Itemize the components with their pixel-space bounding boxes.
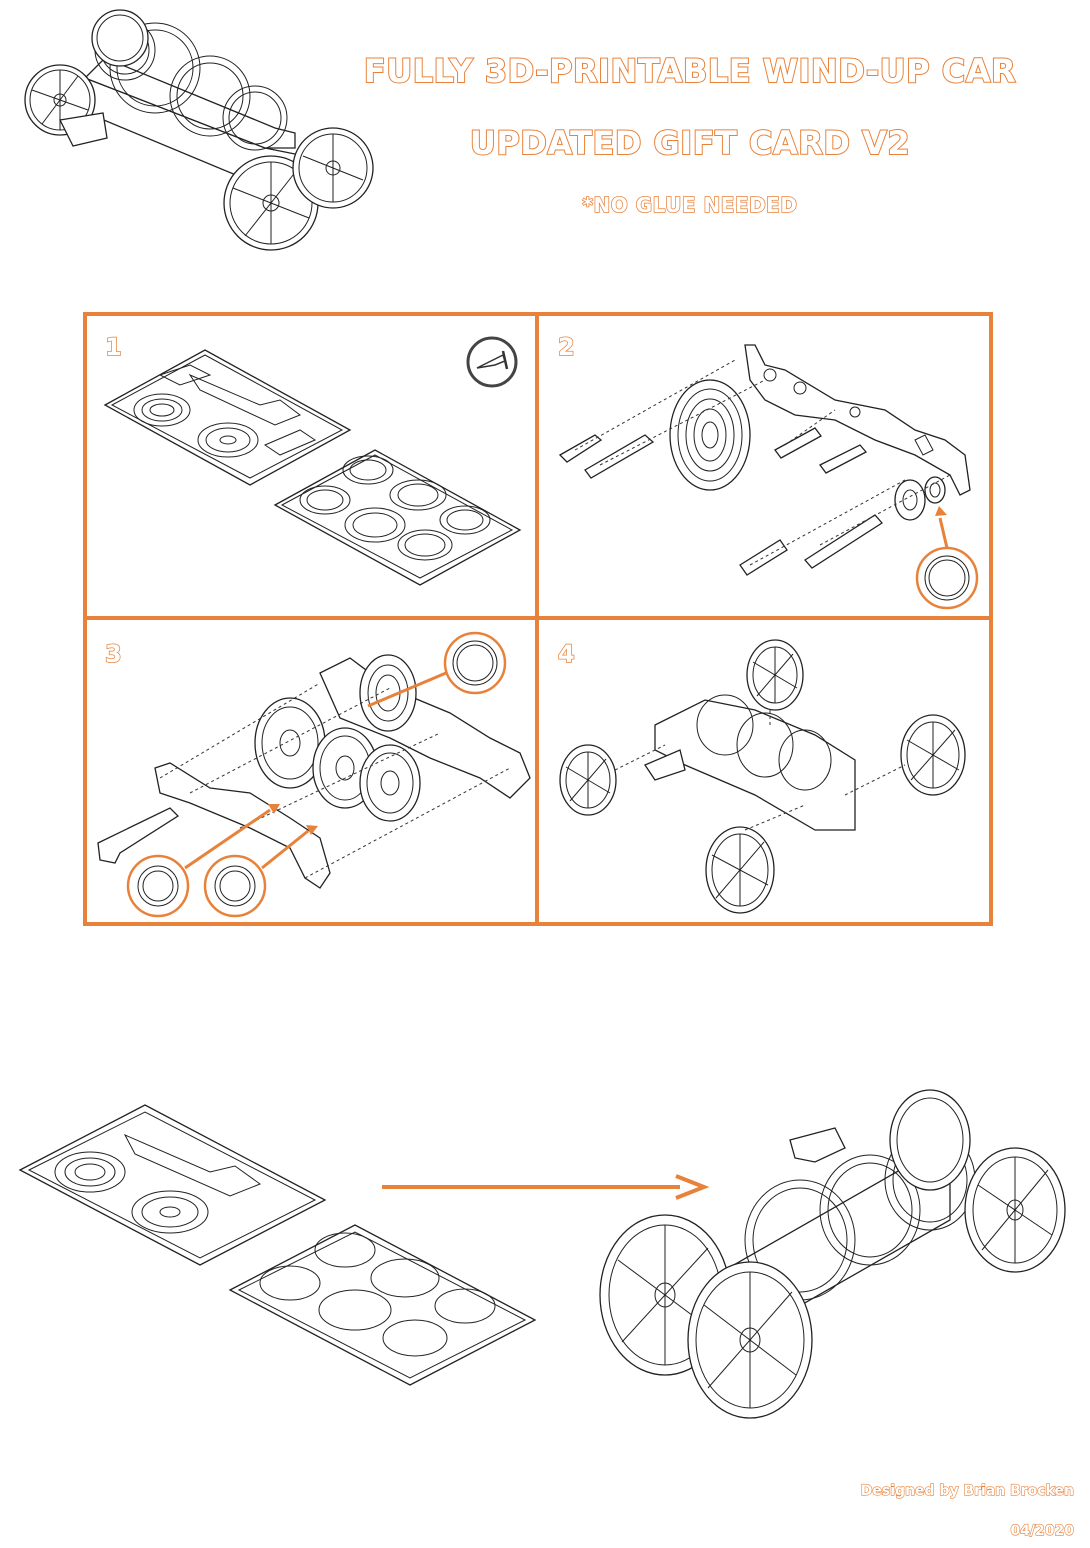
designer-credit: Designed by Brian Brocken: [860, 1482, 1074, 1499]
page-subtitle: UPDATED GIFT CARD V2: [469, 123, 911, 163]
step-number-2: 2: [557, 332, 575, 362]
wind-up-car-icon: [24, 9, 374, 251]
chassis-assembly-step-2: [558, 344, 979, 610]
wind-up-car-icon: [599, 1089, 1066, 1419]
page-title: FULLY 3D-PRINTABLE WIND-UP CAR: [363, 51, 1017, 91]
no-glue-note: *NO GLUE NEEDED: [582, 192, 798, 218]
print-plate-icon: [103, 349, 522, 586]
cutter-tool-icon: [466, 336, 518, 388]
date-label: 04/2020: [1010, 1522, 1075, 1539]
grid-divider-horizontal: [83, 616, 993, 620]
step-number-3: 3: [104, 639, 122, 669]
step-number-1: 1: [104, 332, 122, 362]
gear-assembly-step-3: [97, 631, 531, 918]
step-number-4: 4: [557, 639, 575, 669]
arrow-right-icon: [382, 1174, 710, 1200]
print-plate-icon: [18, 1104, 537, 1386]
wheel-icon: [559, 639, 966, 914]
wheel-assembly-step-4: [559, 639, 966, 914]
